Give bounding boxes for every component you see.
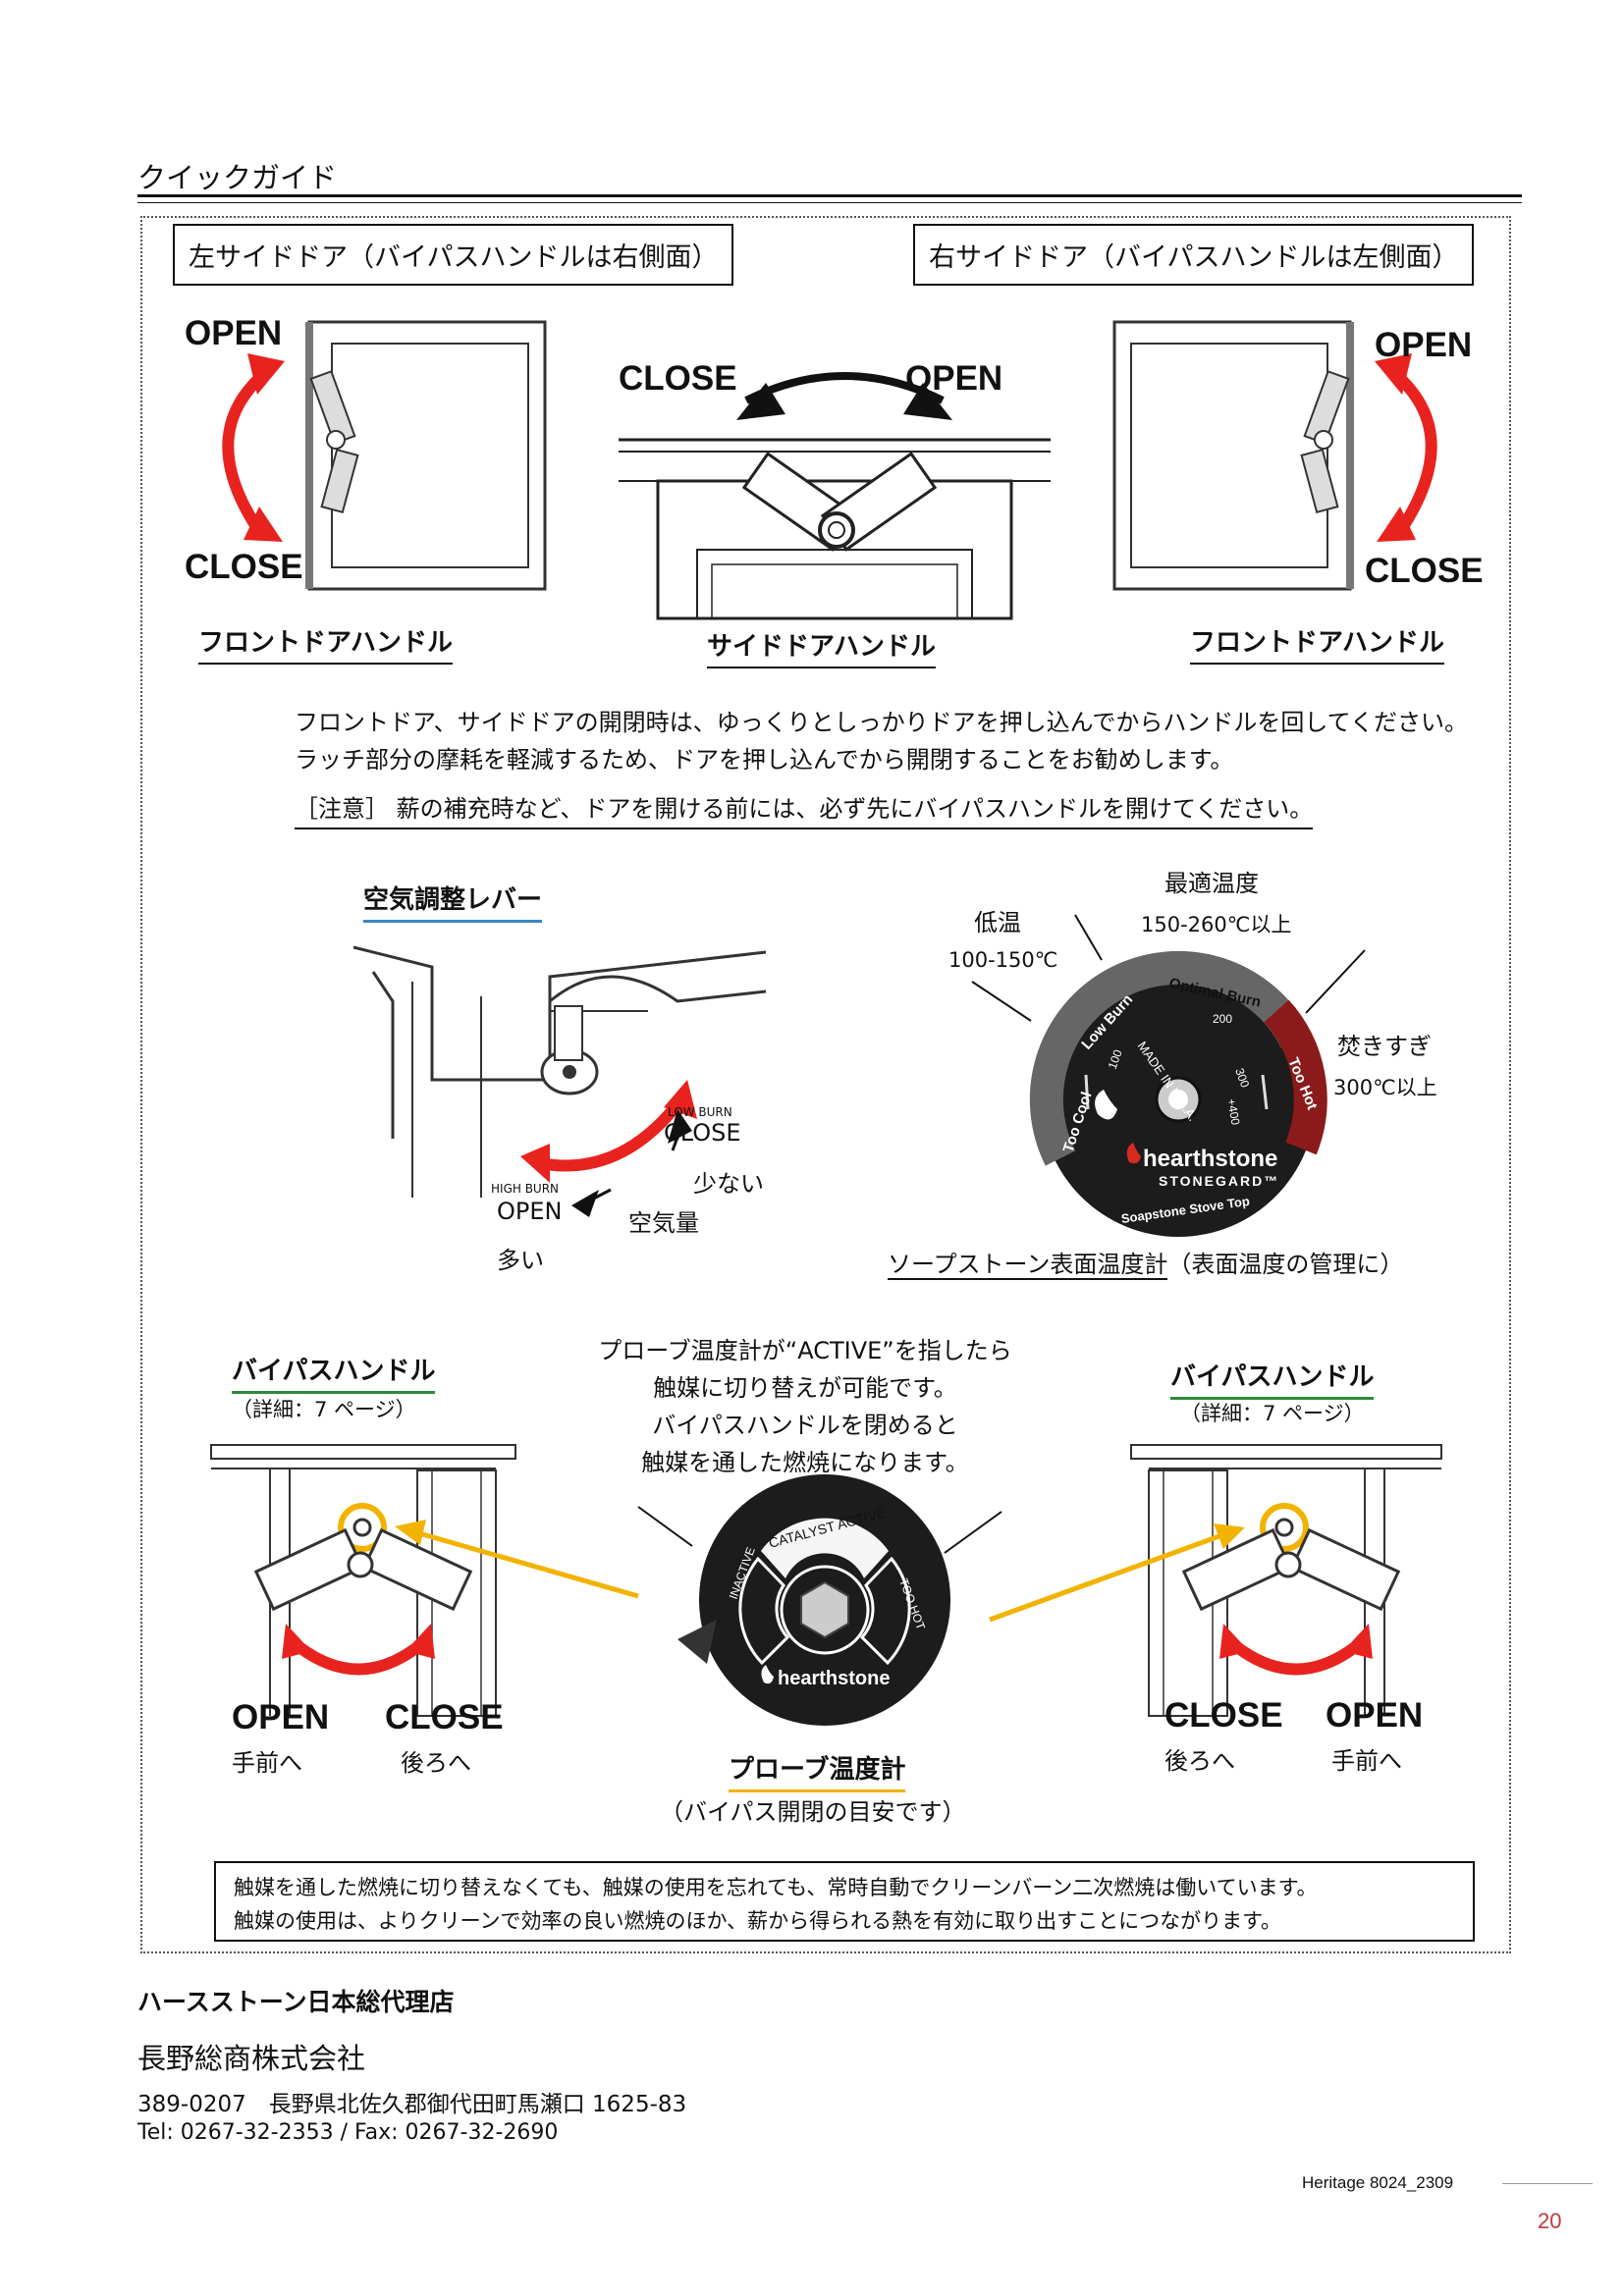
surface-thermometer-caption: ソープストーン表面温度計（表面温度の管理に） [888,1245,1404,1280]
bottom-note-box: 触媒を通した燃焼に切り替えなくても、触媒の使用を忘れても、常時自動でクリーンバー… [214,1861,1475,1942]
probe-note-line-4: 触媒を通した燃焼になります。 [641,1449,969,1476]
left-bypass-close-label: CLOSE [385,1698,504,1736]
right-bypass-backward-label: 後ろへ [1164,1747,1235,1775]
dial-stonegard-text: STONEGARD™ [1159,1173,1279,1189]
page-number: 20 [1538,2209,1562,2233]
hearthstone-flame-icon [1126,1143,1141,1164]
dial-100-text: 100 [1106,1047,1125,1071]
too-hot-label: 焚きすぎ [1337,1033,1432,1060]
left-bypass-illustration [210,1444,516,1717]
header-rule-thin [137,202,1522,203]
company-name: 長野総商株式会社 [137,2042,366,2075]
air-lever-title: 空気調整レバー [363,880,543,923]
footer-rule [1502,2183,1593,2184]
surface-thermometer-caption-underlined: ソープストーン表面温度計 [888,1251,1168,1280]
agency-label: ハースストーン日本総代理店 [137,1988,455,2016]
left-front-handle-label: フロントドアハンドル [198,622,453,665]
left-door-open-label: OPEN [185,314,283,352]
dial-300-text: 300 [1232,1066,1252,1090]
caution-line: ［注意］ 薪の補充時など、ドアを開ける前には、必ず先にバイパスハンドルを開けてく… [295,789,1314,829]
bottom-note-line-1: 触媒を通した燃焼に切り替えなくても、触媒の使用を忘れても、常時自動でクリーンバー… [234,1876,1318,1899]
left-bypass-detail: （詳細：7 ページ） [232,1398,416,1421]
document-id: Heritage 8024_2309 [1302,2173,1454,2192]
side-handle-label: サイドドアハンドル [707,626,936,668]
content-frame [140,216,1511,1953]
side-door-open-label: OPEN [905,359,1003,398]
dial-brand-text: hearthstone [1143,1146,1277,1172]
probe-note-line-3: バイパスハンドルを閉めると [652,1412,958,1439]
surface-thermometer-caption-rest: （表面温度の管理に） [1167,1251,1404,1278]
left-door-caption: 左サイドドア（バイパスハンドルは右側面） [173,224,734,286]
side-door-close-label: CLOSE [619,359,737,398]
right-door-caption: 右サイドドア（バイパスハンドルは左側面） [913,224,1475,286]
company-tel-fax: Tel: 0267-32-2353 / Fax: 0267-32-2690 [137,2120,559,2145]
air-lever-close-label: CLOSE [664,1119,741,1147]
probe-thermometer-subtitle: （バイパス開閉の目安です） [660,1798,966,1826]
probe-flame-icon [761,1665,774,1684]
surface-thermometer-dial: Too Cool Low Burn Optimal Burn Too Hot M… [971,914,1366,1237]
low-temp-range: 100-150℃ [948,948,1058,972]
right-front-handle-label: フロントドアハンドル [1190,622,1444,665]
page-title: クイックガイド [137,161,338,194]
left-door-close-label: CLOSE [185,548,303,586]
probe-dial-brand-text: hearthstone [778,1668,890,1689]
air-lever-open-label: OPEN [497,1198,563,1225]
air-lever-illustration [352,945,767,1217]
optimal-temp-range: 150-260℃以上 [1141,913,1292,936]
company-address: 389-0207 長野県北佐久郡御代田町馬瀬口 1625-83 [137,2092,687,2117]
right-bypass-open-label: OPEN [1326,1696,1424,1735]
probe-note-line-1: プローブ温度計が“ACTIVE”を指したら [598,1337,1012,1364]
left-front-door-illustration [222,320,547,591]
dial-200-text: 200 [1213,1012,1232,1026]
left-bypass-forward-label: 手前へ [232,1749,302,1777]
probe-note-line-2: 触媒に切り替えが可能です。 [653,1374,957,1402]
left-bypass-backward-label: 後ろへ [401,1749,471,1777]
header-rule [137,194,1522,197]
probe-thermometer-dial: CATALYST ACTIVE INACTIVE TOO HOT hearths… [677,1474,950,1726]
side-door-illustration [619,372,1051,620]
right-bypass-title: バイパスハンドル [1170,1357,1375,1400]
instruction-line-2: ラッチ部分の摩耗を軽減するため、ドアを押し込んでから開閉することをお勧めします。 [295,746,1234,774]
air-more-label: 多い [497,1247,544,1274]
left-bypass-open-label: OPEN [232,1698,330,1736]
low-burn-label: LOW BURN [668,1105,732,1119]
flame-icon [1095,1090,1117,1120]
instruction-line-1: フロントドア、サイドドアの開閉時は、ゆっくりとしっかりドアを押し込んでからハンド… [295,709,1468,736]
dial-400-text: +400 [1224,1097,1243,1126]
probe-thermometer-title: プローブ温度計 [729,1749,906,1792]
air-less-label: 少ない [693,1170,764,1198]
left-bypass-title: バイパスハンドル [232,1351,436,1394]
high-burn-label: HIGH BURN [491,1182,560,1196]
low-temp-label: 低温 [974,909,1021,936]
optimal-temp-label: 最適温度 [1164,870,1259,897]
right-bypass-illustration [1130,1444,1442,1717]
right-front-door-illustration [1112,320,1437,591]
right-bypass-forward-label: 手前へ [1331,1747,1402,1775]
right-door-open-label: OPEN [1375,326,1473,364]
right-door-close-label: CLOSE [1365,552,1484,590]
right-bypass-close-label: CLOSE [1164,1696,1283,1735]
air-amount-label: 空気量 [628,1209,699,1237]
bottom-note-line-2: 触媒の使用は、よりクリーンで効率の良い燃焼のほか、薪から得られる熱を有効に取り出… [234,1909,1282,1933]
right-bypass-detail: （詳細：7 ページ） [1180,1402,1365,1425]
too-hot-range: 300℃以上 [1333,1076,1437,1099]
